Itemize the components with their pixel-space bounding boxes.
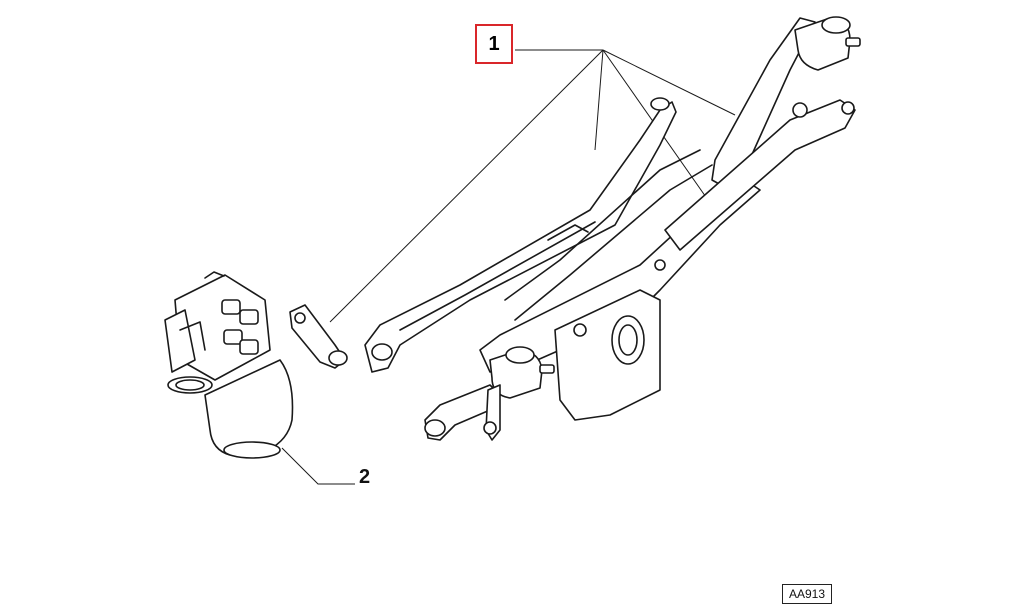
wiper-motor bbox=[164, 271, 294, 459]
callout-2-leader-line bbox=[281, 447, 355, 485]
pivot-arm-right bbox=[664, 17, 856, 251]
lower-link bbox=[424, 384, 501, 441]
crank-link bbox=[289, 304, 348, 369]
callout-1-leader-lines bbox=[329, 49, 736, 323]
callout-2-label[interactable]: 2 bbox=[359, 466, 371, 488]
drive-rod bbox=[364, 97, 677, 373]
callout-1-highlight[interactable]: 1 bbox=[475, 24, 513, 64]
reference-code-box: AA913 bbox=[782, 584, 832, 604]
spindle-right bbox=[794, 16, 861, 71]
spindle-left bbox=[489, 346, 555, 399]
callout-1-label: 1 bbox=[488, 32, 500, 55]
